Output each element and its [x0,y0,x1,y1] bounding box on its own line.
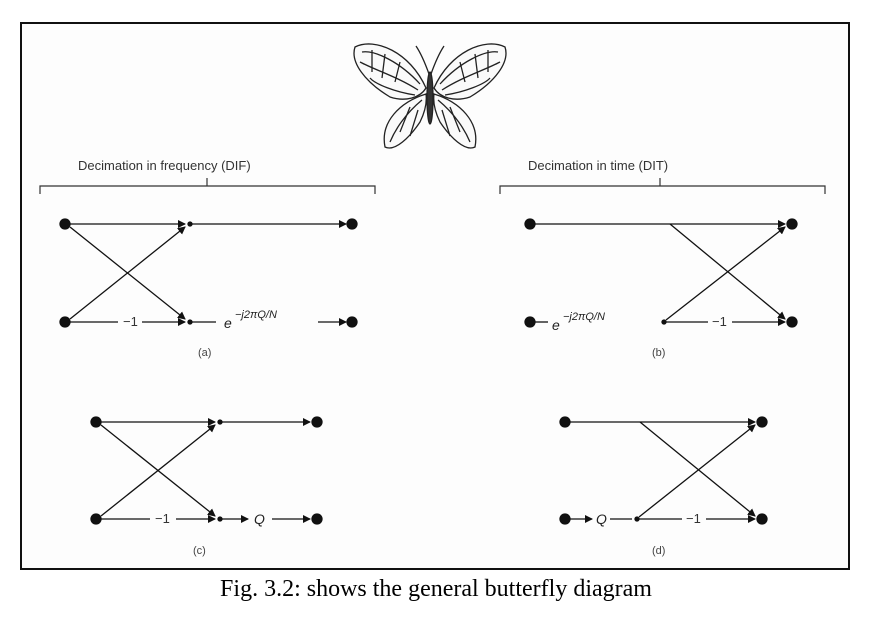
panel-b-label: (b) [652,347,665,359]
butterfly-diagram: Decimation in frequency (DIF) Decimation… [39,43,826,557]
panel-c-label: (c) [193,545,206,557]
node-a-out-bottom [346,316,358,328]
node-c-out-top [311,416,323,428]
panel-d [559,416,768,525]
panel-a-twiddle-base: e [224,315,232,331]
node-d-out-bottom [756,513,768,525]
node-a-in-bottom [59,316,71,328]
figure-frame [20,22,850,570]
dif-bracket [39,178,376,194]
panel-b-twiddle-base: e [552,317,560,333]
panel-a [59,218,358,328]
panel-a-minus-one: −1 [123,314,138,329]
butterfly-illustration [353,43,507,149]
dit-header-text: Decimation in time (DIT) [528,158,668,173]
panel-a-label: (a) [198,347,211,359]
panel-d-twiddle: Q [596,511,607,527]
panel-c-minus-one: −1 [155,511,170,526]
panel-c-twiddle: Q [254,511,265,527]
node-b-in-top [524,218,536,230]
panel-b-minus-one: −1 [712,314,727,329]
panel-c [90,416,323,525]
dit-header: Decimation in time (DIT) [499,158,826,194]
node-c-in-top [90,416,102,428]
panel-d-minus-one: −1 [686,511,701,526]
node-d-in-bottom [559,513,571,525]
dit-bracket [499,178,826,194]
node-b-out-top [786,218,798,230]
node-c-out-bottom [311,513,323,525]
panel-b-twiddle-exp: −j2πQ/N [563,311,605,323]
node-b-out-bottom [786,316,798,328]
dif-header: Decimation in frequency (DIF) [39,158,376,194]
figure-caption: Fig. 3.2: shows the general butterfly di… [220,576,652,602]
node-a-out-top [346,218,358,230]
panel-d-label: (d) [652,545,665,557]
panel-b [524,218,798,328]
node-d-in-top [559,416,571,428]
node-c-in-bottom [90,513,102,525]
node-b-in-bottom [524,316,536,328]
panel-a-twiddle-exp: −j2πQ/N [235,309,277,321]
dif-header-text: Decimation in frequency (DIF) [78,158,251,173]
node-a-in-top [59,218,71,230]
node-d-out-top [756,416,768,428]
